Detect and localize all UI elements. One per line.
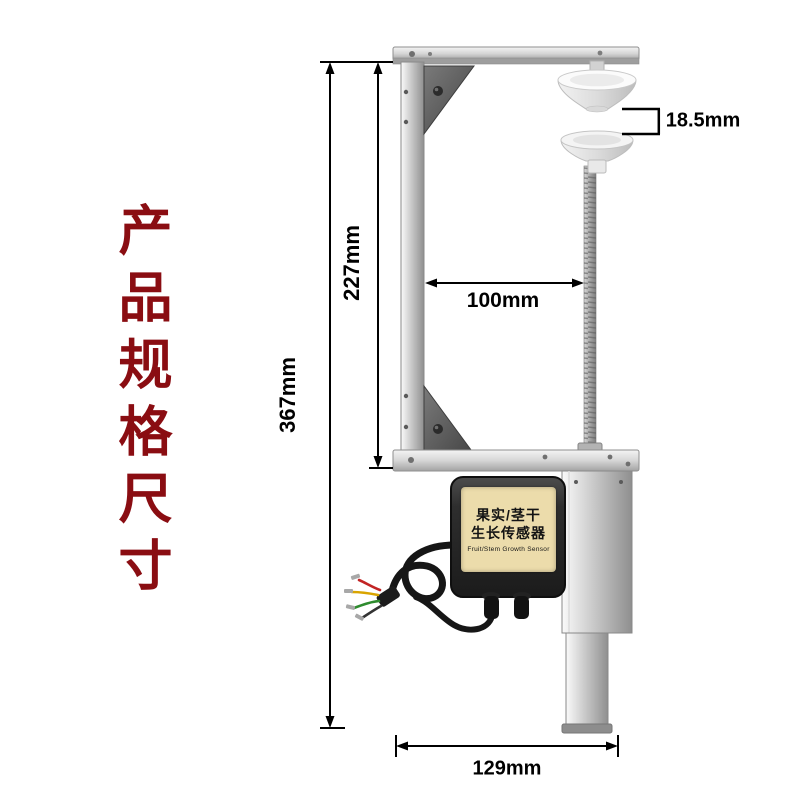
upper-suction-cup (557, 60, 637, 113)
dimension-label-inner-width: 100mm (466, 289, 540, 312)
left-post (400, 61, 425, 472)
dimension-label-cup-gap: 18.5mm (665, 109, 741, 132)
dim-line-inner-width (425, 278, 584, 288)
top-bracket (423, 65, 475, 136)
dim-line-base-width (395, 735, 619, 757)
dim-line-overall-height (320, 61, 393, 729)
sensor-cable (344, 541, 495, 633)
lower-suction-cup (560, 130, 634, 174)
bottom-bracket (423, 384, 475, 455)
dim-line-inner-height (369, 62, 393, 469)
device-illustration (344, 46, 640, 734)
page-title: 产品规格尺寸 (109, 202, 172, 604)
base-plate (392, 449, 640, 472)
sensor-label-line1: 果实/茎干 (476, 506, 541, 523)
top-bar (392, 46, 640, 65)
threaded-rod (577, 165, 603, 459)
sensor-label-line2: 生长传感器 (471, 524, 546, 541)
dimension-lines (320, 61, 661, 757)
dim-line-cup-gap (622, 107, 661, 136)
dimension-label-inner-height: 227mm (339, 225, 364, 301)
sensor-label: 果实/茎干 生长传感器 Fruit/Stem Growth Sensor (461, 487, 556, 572)
dimension-label-base-width: 129mm (472, 757, 542, 780)
sensor-label-subtitle: Fruit/Stem Growth Sensor (467, 545, 550, 553)
dimension-label-overall-height: 367mm (275, 357, 300, 433)
main-body (561, 470, 633, 634)
bottom-bar (561, 632, 613, 734)
